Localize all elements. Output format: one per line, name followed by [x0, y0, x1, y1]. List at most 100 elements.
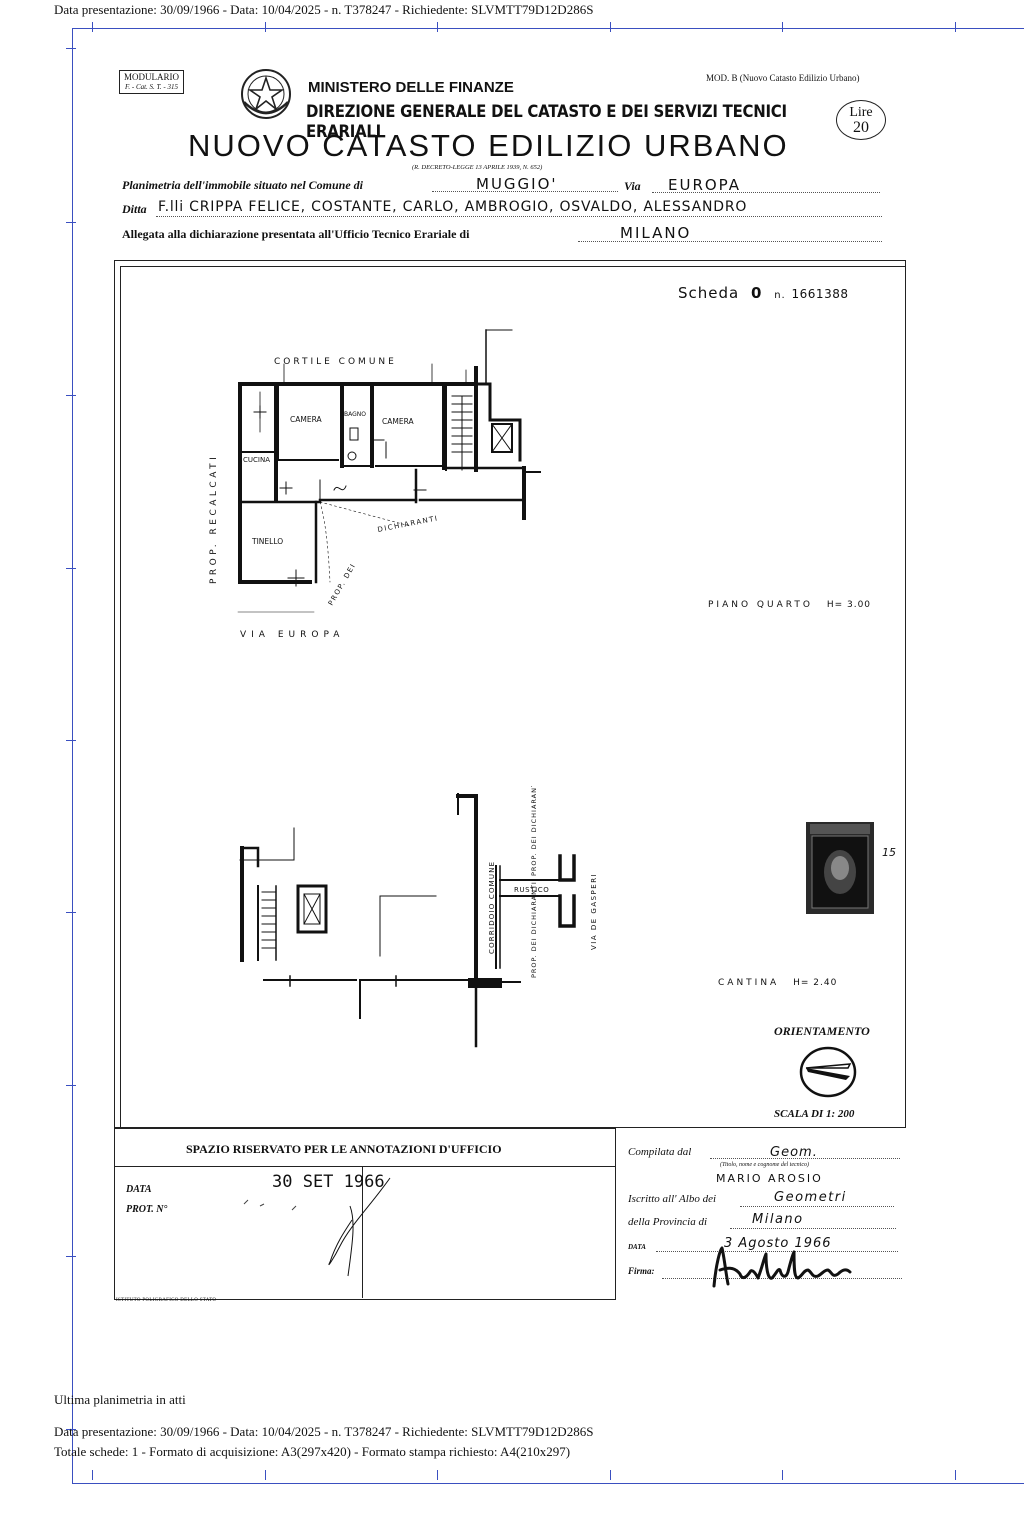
provincia-label: della Provincia di: [628, 1216, 708, 1228]
direzione-heading: DIREZIONE GENERALE DEL CATASTO E DEI SER…: [306, 102, 787, 142]
frame-tick: [66, 222, 76, 223]
comune-line: [432, 191, 618, 192]
scheda-word: Scheda: [678, 284, 740, 302]
provincia-line: [730, 1228, 896, 1229]
emblem-icon: [241, 69, 291, 119]
prop-dichiaranti-top-label: PROP. DEI DICHIARANTI: [530, 786, 538, 876]
annotations-title: SPAZIO RISERVATO PER LE ANNOTAZIONI D'UF…: [186, 1142, 502, 1156]
camera-label: CAMERA: [382, 417, 414, 426]
floor-plan-quarto: CORTILE COMUNE CAMERA BAGNO CAMERA CUCIN…: [209, 329, 541, 613]
frame-tick: [66, 740, 76, 741]
camera-label: CAMERA: [290, 415, 322, 424]
compiler-title-hint: (Titolo, nome e cognome del tecnico): [720, 1162, 809, 1168]
mod-b-label: MOD. B (Nuovo Catasto Edilizio Urbano): [706, 73, 860, 83]
tinello-label: TINELLO: [251, 537, 283, 546]
frame-tick: [92, 1470, 93, 1480]
lire-label: Lire: [849, 105, 873, 120]
firma-line: [662, 1278, 902, 1279]
frame-tick: [66, 1429, 76, 1430]
allegata-line: [578, 241, 882, 242]
allegata-label: Allegata alla dichiarazione presentata a…: [122, 227, 470, 241]
comune-value: MUGGIO': [476, 175, 558, 193]
lire-value: 20: [853, 119, 869, 136]
printer-credit: ISTITUTO POLIGRAFICO DELLO STATO: [116, 1298, 217, 1303]
compass-icon: [799, 1046, 857, 1098]
modulario-code: F. - Cat. S. T. - 315: [124, 83, 179, 91]
modulario-title: MODULARIO: [124, 72, 179, 82]
footer-line-2: Totale schede: 1 - Formato di acquisizio…: [54, 1444, 571, 1459]
prop-dei-label: PROP. DEI: [327, 562, 358, 607]
frame-tick: [437, 1470, 438, 1480]
scheda-zero: 0: [751, 284, 763, 302]
frame-tick: [782, 22, 783, 32]
compiler-date-label: DATA: [628, 1243, 646, 1251]
frame-tick: [66, 912, 76, 913]
compiler-title: Geom.: [770, 1145, 818, 1160]
cortile-comune-label: CORTILE COMUNE: [274, 357, 397, 367]
decreto-reference: (R. DECRETO-LEGGE 13 APRILE 1939, N. 652…: [412, 164, 543, 171]
annotation-date-label: DATA: [126, 1184, 152, 1195]
piano-quarto-label: PIANO QUARTO H= 3.00: [708, 600, 871, 610]
via-value: EUROPA: [668, 176, 742, 194]
allegata-value: MILANO: [620, 224, 692, 242]
floor-plan-cantina: CORRIDOIO COMUNE PROP. DEI DICHIARANTI R…: [239, 786, 598, 1048]
compiler-name: MARIO AROSIO: [716, 1172, 823, 1185]
via-europa-label: VIA EUROPA: [240, 630, 345, 640]
ditta-label: Ditta: [122, 202, 147, 216]
compilata-line: [710, 1158, 900, 1159]
annotations-column-divider: [362, 1166, 363, 1298]
page-header: Data presentazione: 30/09/1966 - Data: 1…: [54, 2, 594, 17]
ditta-value: F.lli CRIPPA FELICE, COSTANTE, CARLO, AM…: [158, 199, 748, 215]
via-line: [652, 192, 880, 193]
compilata-label: Compilata dal: [628, 1146, 692, 1158]
compiler-signature: [712, 1246, 852, 1288]
dichiaranti-label: DICHIARANTI: [377, 514, 439, 534]
annotations-box: [114, 1128, 616, 1300]
lire-stamp: Lire 20: [836, 100, 886, 140]
frame-tick: [610, 1470, 611, 1480]
cucina-label: CUCINA: [243, 456, 270, 464]
via-label: Via: [624, 179, 641, 193]
firma-label: Firma:: [628, 1266, 655, 1276]
scale-label: SCALA DI 1: 200: [774, 1108, 855, 1120]
received-stamp-date: 30 SET 1966: [272, 1172, 385, 1192]
frame-top: [72, 28, 1024, 29]
frame-tick: [92, 22, 93, 32]
piano-name: PIANO QUARTO: [708, 600, 813, 610]
bagno-label: BAGNO: [344, 411, 366, 418]
rustico-label: RUSTICO: [514, 886, 549, 894]
floor-plan-inner-frame: [120, 266, 905, 1127]
compiler-date-line: [656, 1251, 898, 1252]
footer-line-1: Data presentazione: 30/09/1966 - Data: 1…: [54, 1424, 594, 1439]
frame-tick: [265, 1470, 266, 1480]
frame-left: [72, 28, 73, 1483]
frame-bottom: [72, 1483, 1024, 1484]
revenue-stamp-icon: [806, 822, 874, 914]
frame-tick: [782, 1470, 783, 1480]
albo-line: [740, 1206, 894, 1207]
annotations-divider: [114, 1166, 616, 1167]
office-signature-mark: [243, 1177, 391, 1277]
frame-tick: [66, 1256, 76, 1257]
frame-tick: [66, 568, 76, 569]
frame-tick: [437, 22, 438, 32]
compiler-date-value: 3 Agosto 1966: [724, 1236, 832, 1251]
orientamento-label: ORIENTAMENTO: [774, 1024, 870, 1038]
scheda-number: 1661388: [791, 287, 849, 301]
prop-dichiaranti-bottom-label: PROP. DEI DICHIARANTI: [530, 881, 538, 978]
albo-label: Iscritto all' Albo dei: [628, 1193, 717, 1205]
document-title: NUOVO CATASTO EDILIZIO URBANO: [188, 128, 789, 163]
frame-tick: [610, 22, 611, 32]
frame-tick: [66, 48, 76, 49]
annotation-prot-label: PROT. N°: [126, 1204, 168, 1215]
comune-label: Planimetria dell'immobile situato nel Co…: [122, 178, 364, 192]
footer-ultima-planimetria: Ultima planimetria in atti: [54, 1392, 186, 1407]
frame-tick: [955, 1470, 956, 1480]
cantina-height: H= 2.40: [793, 978, 838, 988]
ditta-line: [156, 216, 882, 217]
ministero-heading: MINISTERO DELLE FINANZE: [308, 79, 514, 96]
floor-plan-box: [114, 260, 906, 1128]
albo-value: Geometri: [774, 1190, 847, 1205]
cantina-label: CANTINA H= 2.40: [718, 978, 837, 988]
modulario-box: MODULARIO F. - Cat. S. T. - 315: [119, 70, 184, 94]
